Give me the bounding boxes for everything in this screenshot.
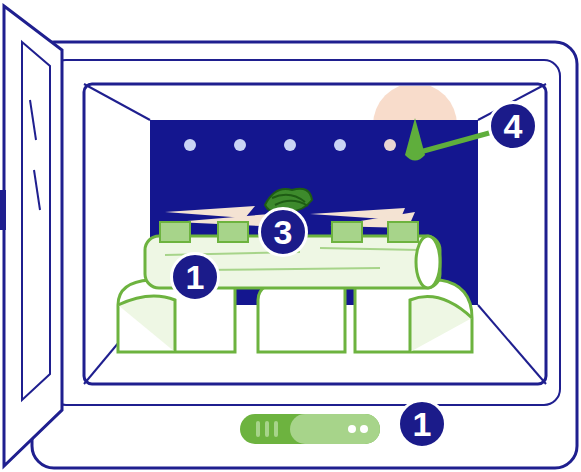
- control-dot: [348, 425, 356, 433]
- glass-glare: [34, 170, 40, 210]
- leader-line: [420, 130, 500, 152]
- vent-dot: [184, 139, 196, 151]
- support-log: [258, 280, 345, 352]
- support-log: [118, 296, 175, 352]
- food-cube: [218, 222, 248, 242]
- callout-number: 1: [397, 399, 447, 449]
- cavity-edge: [84, 84, 150, 120]
- light-pointer: [405, 118, 425, 161]
- control-bar: [240, 414, 380, 444]
- door-handle: [0, 190, 6, 230]
- cavity-edge: [478, 305, 546, 384]
- control-tick: [274, 421, 278, 437]
- vent-dot: [234, 139, 246, 151]
- log-end: [416, 236, 440, 288]
- support-log: [355, 280, 472, 352]
- oven-frame: [50, 60, 560, 405]
- vent-dot: [334, 139, 346, 151]
- vent-dot: [384, 139, 396, 151]
- oven-body: [32, 42, 577, 468]
- callout-number: 3: [258, 207, 308, 257]
- control-tick: [265, 421, 269, 437]
- support-log: [410, 297, 472, 352]
- control-tick: [256, 421, 260, 437]
- glass-glare: [30, 100, 36, 140]
- food-cube: [388, 222, 418, 242]
- callout-number: 4: [488, 101, 538, 151]
- vent-dot: [284, 139, 296, 151]
- oven-cavity: [84, 84, 546, 384]
- food-cube: [332, 222, 362, 242]
- control-slider: [290, 414, 380, 444]
- door-window: [22, 42, 50, 400]
- wood-chip: [165, 206, 255, 218]
- callout-number: 1: [170, 252, 220, 302]
- control-dot: [360, 425, 368, 433]
- food-cube: [160, 222, 190, 242]
- oven-door: [4, 6, 62, 466]
